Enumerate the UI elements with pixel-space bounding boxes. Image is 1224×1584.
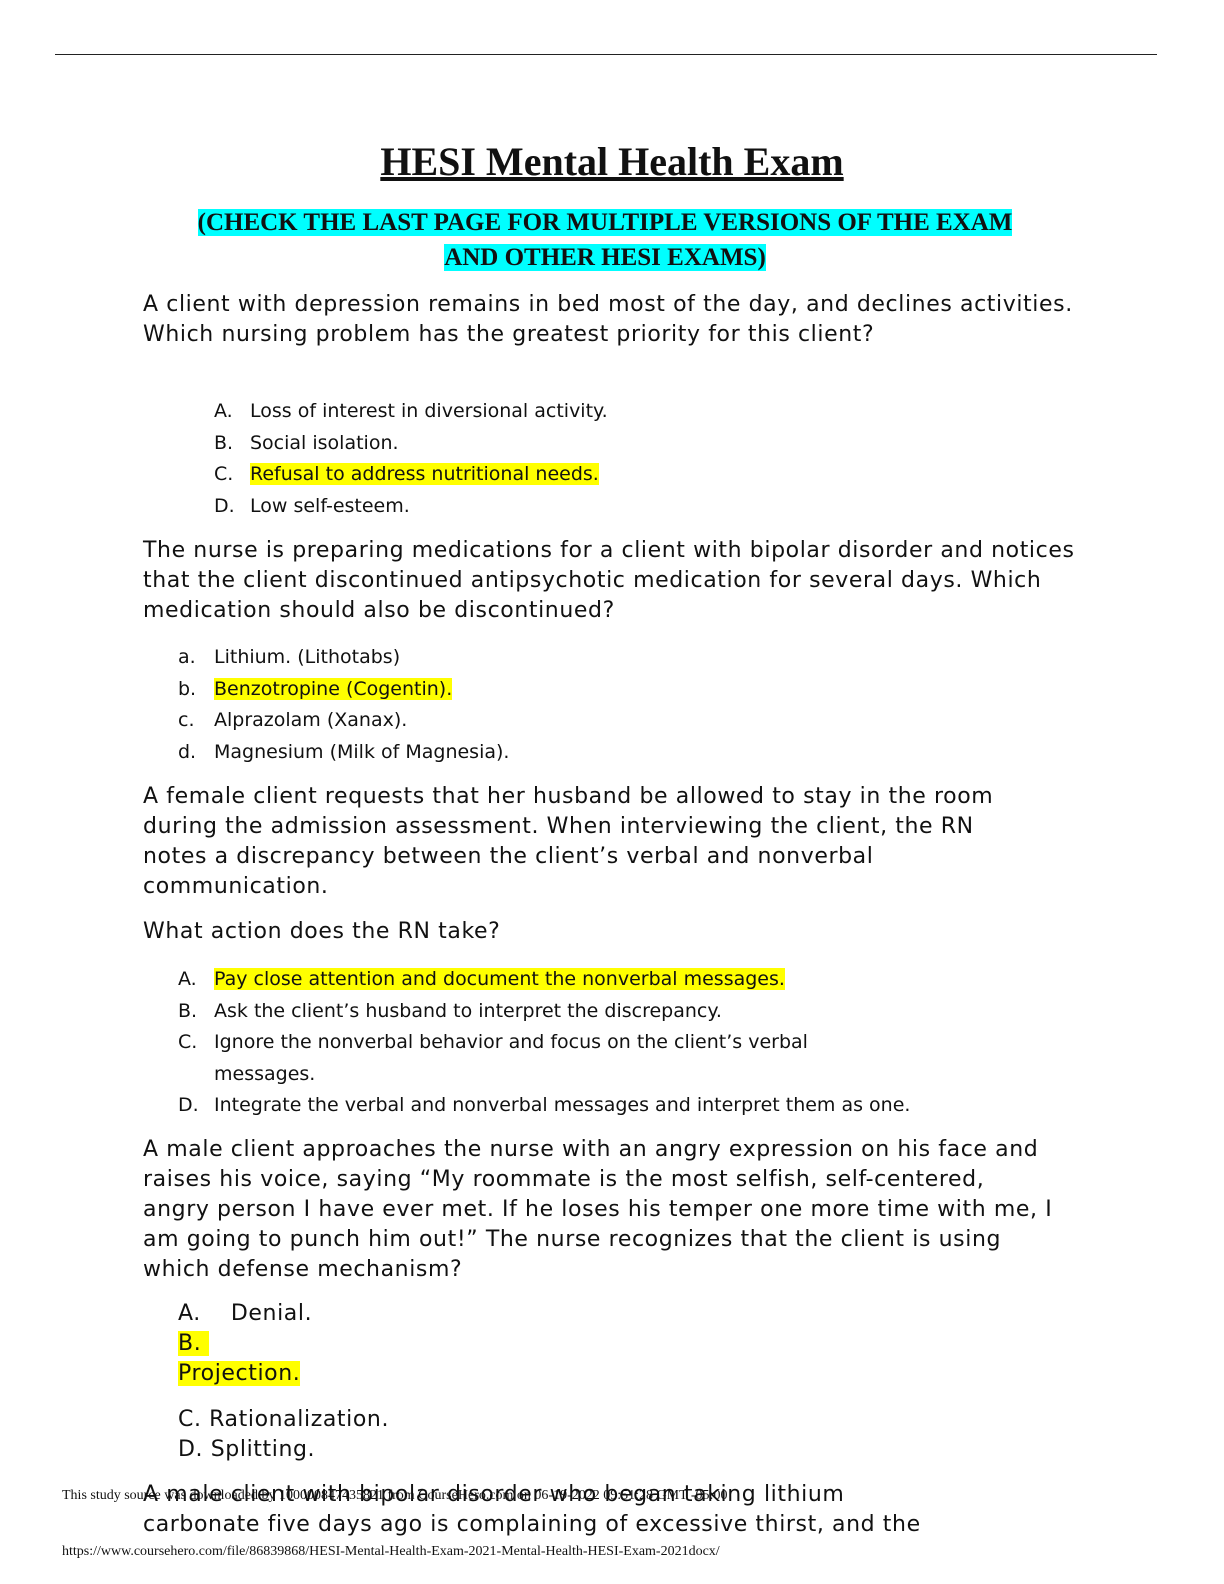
notice-line-2: AND OTHER HESI EXAMS) <box>444 244 766 271</box>
correct-answer-highlight: Pay close attention and document the non… <box>214 968 785 990</box>
question-2-text: The nurse is preparing medications for a… <box>143 538 1075 623</box>
correct-answer-highlight: Projection. <box>178 1361 301 1386</box>
page-title: HESI Mental Health Exam <box>380 139 844 184</box>
q1-option-a: A.Loss of interest in diversional activi… <box>214 400 608 422</box>
question-3-prompt: What action does the RN take? <box>143 919 501 944</box>
q4-option-a: A.Denial. <box>178 1301 313 1326</box>
q1-option-c: C.Refusal to address nutritional needs. <box>214 463 599 485</box>
q4-option-b: B. Projection. <box>178 1331 301 1386</box>
q2-option-d: d.Magnesium (Milk of Magnesia). <box>178 740 510 763</box>
question-3-text: A female client requests that her husban… <box>143 784 994 899</box>
q2-option-b: b.Benzotropine (Cogentin). <box>178 677 453 700</box>
correct-answer-highlight: Refusal to address nutritional needs. <box>250 463 599 485</box>
q4-option-d: D. Splitting. <box>178 1437 316 1462</box>
q3-option-c: C.Ignore the nonverbal behavior and focu… <box>178 1031 808 1085</box>
source-watermark: This study source was downloaded by 1000… <box>62 1488 728 1503</box>
exam-notice: (CHECK THE LAST PAGE FOR MULTIPLE VERSIO… <box>130 205 1080 275</box>
q1-option-b: B.Social isolation. <box>214 431 399 454</box>
question-3-options: A.Pay close attention and document the n… <box>178 964 1018 1122</box>
q3-option-b: B.Ask the client’s husband to interpret … <box>178 999 722 1022</box>
q4-option-c: C. Rationalization. <box>178 1407 390 1432</box>
notice-line-1: (CHECK THE LAST PAGE FOR MULTIPLE VERSIO… <box>197 209 1013 236</box>
header-rule <box>55 54 1157 55</box>
question-4-text: A male client approaches the nurse with … <box>143 1137 1053 1282</box>
question-1-options: A.Loss of interest in diversional activi… <box>214 396 608 522</box>
q2-option-c: c.Alprazolam (Xanax). <box>178 709 408 731</box>
question-2-options: a.Lithium. (Lithotabs) b.Benzotropine (C… <box>178 642 509 768</box>
correct-answer-highlight: Benzotropine (Cogentin). <box>214 677 453 700</box>
question-1-text: A client with depression remains in bed … <box>143 292 1073 347</box>
q1-option-d: D.Low self-esteem. <box>214 494 410 517</box>
q3-option-a: A.Pay close attention and document the n… <box>178 968 785 990</box>
q3-option-d: D.Integrate the verbal and nonverbal mes… <box>178 1094 911 1116</box>
q2-option-a: a.Lithium. (Lithotabs) <box>178 646 401 668</box>
question-5-line-2: carbonate five days ago is complaining o… <box>143 1512 921 1537</box>
source-url-link[interactable]: https://www.coursehero.com/file/86839868… <box>62 1544 720 1559</box>
question-5-line-1: A male client with bipolar disorder who … <box>143 1482 845 1507</box>
